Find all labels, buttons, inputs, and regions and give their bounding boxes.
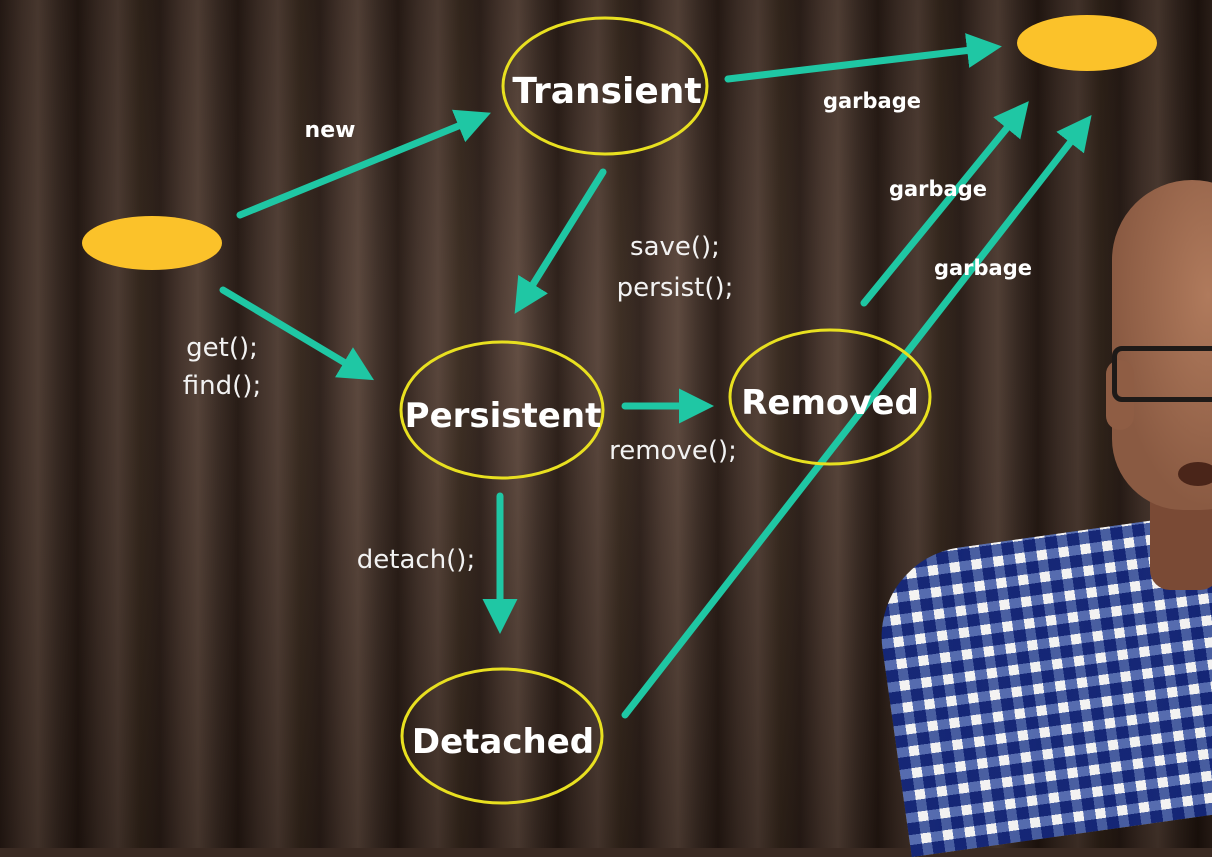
label-remove: remove(); [609, 436, 737, 466]
detached-label: Detached [412, 722, 594, 762]
start-endpoint [82, 216, 222, 270]
label-garbage-detached: garbage [934, 256, 1032, 280]
arrow-new [236, 109, 491, 219]
transient-label: Transient [512, 71, 701, 112]
removed-label: Removed [741, 383, 919, 423]
label-get: get(); [186, 333, 258, 363]
arrow-get-find [219, 286, 375, 381]
label-garbage-removed: garbage [889, 177, 987, 201]
persistent-outline [399, 340, 605, 480]
arrow-detached-garbage [621, 114, 1092, 719]
detached-outline [400, 667, 604, 805]
label-find: find(); [183, 371, 261, 401]
end-endpoint [1017, 15, 1157, 71]
label-new: new [305, 118, 356, 143]
transient-outline [501, 16, 709, 156]
removed-outline [728, 328, 932, 466]
label-garbage-transient: garbage [823, 89, 921, 113]
arrow-removed-garbage [860, 101, 1029, 307]
persistent-label: Persistent [405, 396, 602, 436]
label-save: save(); [630, 232, 720, 262]
arrow-transient-garbage [724, 33, 1002, 83]
label-detach: detach(); [357, 545, 475, 575]
label-persist: persist(); [617, 273, 734, 303]
arrow-save-persist [514, 168, 607, 314]
